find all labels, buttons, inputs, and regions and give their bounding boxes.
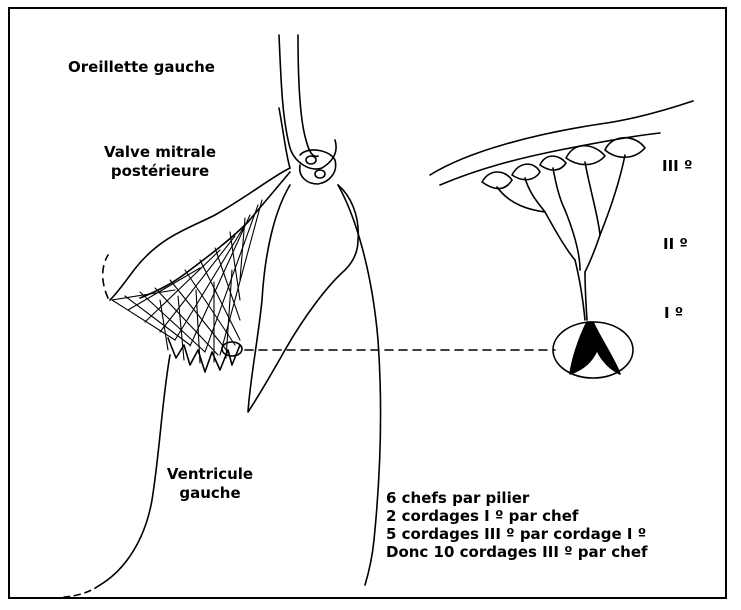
- anterior-leaflet: [248, 185, 358, 412]
- note-line-2: 2 cordages I º par chef: [386, 507, 648, 525]
- label-order-first: I º: [664, 304, 683, 323]
- label-left-ventricle-line1: Ventricule: [135, 465, 285, 484]
- ventricle-wall-right: [338, 185, 381, 585]
- label-mitral-valve: Valve mitrale postérieure: [80, 143, 240, 181]
- detail-chordae-secondary: [497, 155, 625, 272]
- label-left-atrium: Oreillette gauche: [68, 58, 215, 77]
- note-line-3: 5 cordages III º par cordage I º: [386, 525, 648, 543]
- wall-dashed-top: [103, 255, 108, 298]
- annulus-circle-1: [306, 156, 316, 164]
- label-order-second: II º: [663, 235, 688, 254]
- label-mitral-valve-line2: postérieure: [80, 162, 240, 181]
- annulus-circle-2: [315, 170, 325, 178]
- atrial-wall-inner: [298, 35, 318, 156]
- detail-papillary-fill: [570, 322, 620, 374]
- note-line-4: Donc 10 cordages III º par chef: [386, 543, 648, 561]
- leaflet-inner-edge: [140, 172, 290, 298]
- chordae-net: [112, 200, 262, 363]
- label-left-ventricle-line2: gauche: [135, 484, 285, 503]
- label-mitral-valve-line1: Valve mitrale: [80, 143, 240, 162]
- calculation-notes: 6 chefs par pilier 2 cordages I º par ch…: [386, 489, 648, 561]
- detail-chordae-primary: [575, 260, 587, 320]
- atrial-wall-outer: [279, 35, 336, 169]
- detail-leaflet-bottom: [440, 133, 660, 185]
- label-left-ventricle: Ventricule gauche: [135, 465, 285, 503]
- detail-leaflet-top: [430, 101, 693, 175]
- ventricle-wall-dashed: [64, 585, 100, 597]
- note-line-1: 6 chefs par pilier: [386, 489, 648, 507]
- label-order-third: III º: [662, 157, 692, 176]
